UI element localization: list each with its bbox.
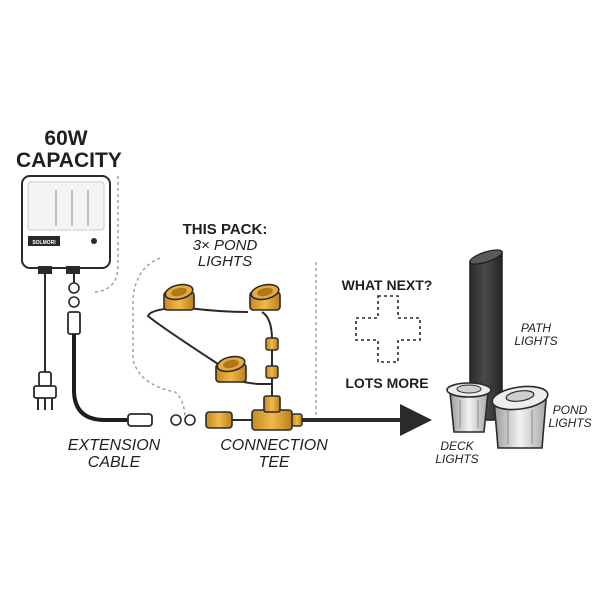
this-pack-line2: LIGHTS <box>197 252 253 270</box>
mains-plug <box>33 274 57 410</box>
what-next-heading: WHAT NEXT? <box>341 277 433 293</box>
branch-connector <box>265 337 279 379</box>
dashed-separators <box>92 176 317 421</box>
brand-text: SOLMORI <box>32 240 56 246</box>
pond-light-2 <box>249 283 281 311</box>
this-pack-line1: 3× POND <box>192 236 258 254</box>
this-pack-heading: THIS PACK: <box>182 221 268 238</box>
path-lights-label: PATH LIGHTS <box>510 322 562 347</box>
extension-cable-label: EXTENSION CABLE <box>54 437 174 472</box>
deck-lights-line2: LIGHTS <box>435 451 479 466</box>
connection-tee-line2: TEE <box>258 453 290 471</box>
power-supply <box>21 175 111 274</box>
pond-light-next <box>491 385 549 449</box>
extension-connector <box>127 413 196 427</box>
pond-light-3 <box>215 355 247 383</box>
this-pack-label: THIS PACK: 3× POND LIGHTS <box>170 222 280 269</box>
pond-lights-line2: LIGHTS <box>548 415 592 430</box>
lots-more-label: LOTS MORE <box>345 375 429 391</box>
plus-icon <box>355 295 421 363</box>
path-lights-line1: PATH <box>520 321 552 335</box>
capacity-line1: 60W <box>44 127 88 150</box>
connection-tee-label: CONNECTION TEE <box>214 437 334 472</box>
separator-pack-left <box>132 257 186 421</box>
deck-light <box>446 382 492 433</box>
pond-light-1 <box>163 283 195 311</box>
pond-lights-label: POND LIGHTS <box>542 404 598 429</box>
separator-supply <box>92 176 119 293</box>
path-lights-line2: LIGHTS <box>514 333 558 348</box>
deck-lights-line1: DECK <box>440 439 474 453</box>
extension-cable-line2: CABLE <box>87 453 141 471</box>
extension-cable <box>72 334 128 422</box>
indicator-icon <box>91 238 97 244</box>
connection-tee-line1: CONNECTION <box>220 437 328 454</box>
pond-light-cables <box>146 307 273 398</box>
deck-lights-label: DECK LIGHTS <box>432 440 482 465</box>
output-connector <box>67 274 81 335</box>
pond-lights-line1: POND <box>552 403 588 417</box>
brand-badge <box>28 236 60 246</box>
connection-tee <box>205 395 303 431</box>
extension-cable-line1: EXTENSION <box>67 437 161 454</box>
capacity-label: 60W CAPACITY <box>16 127 122 173</box>
capacity-line2: CAPACITY <box>16 149 122 173</box>
